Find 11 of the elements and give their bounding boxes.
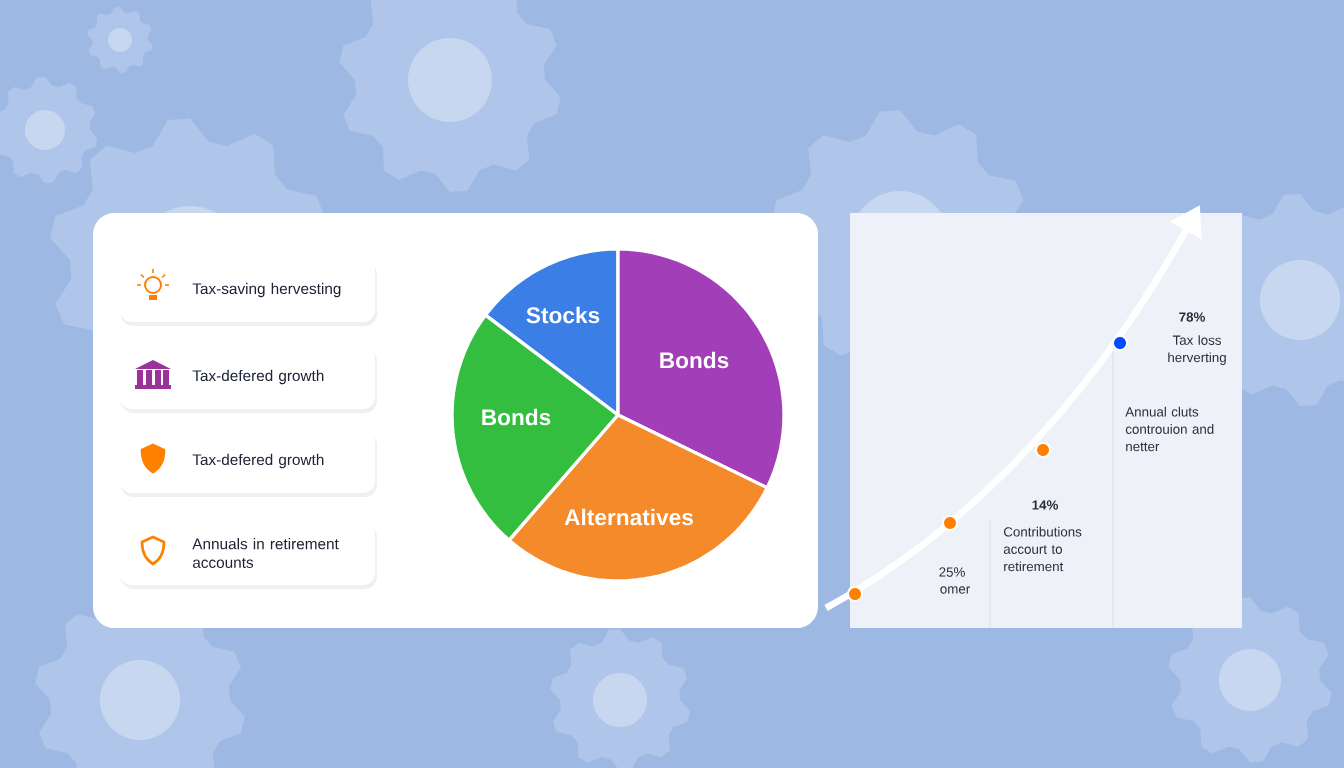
feature-card: Tax-defered growth [120,430,377,497]
chart-label: 78% [1179,312,1205,322]
chart-label: 14% [1032,500,1058,510]
feature-card: Tax-saving hervesting [120,259,377,326]
chart-label: omer [940,586,970,594]
chart-label: 25% [939,567,965,577]
chart-label: Tax loss herverting [1168,335,1226,365]
chart-label: Contributions accourt to retirement [1003,526,1082,572]
chart-label: Annual cluts controuion and netter [1125,406,1214,452]
feature-card: Annuals in retirement accounts [120,522,377,589]
feature-card: Tax-defered growth [120,346,377,413]
